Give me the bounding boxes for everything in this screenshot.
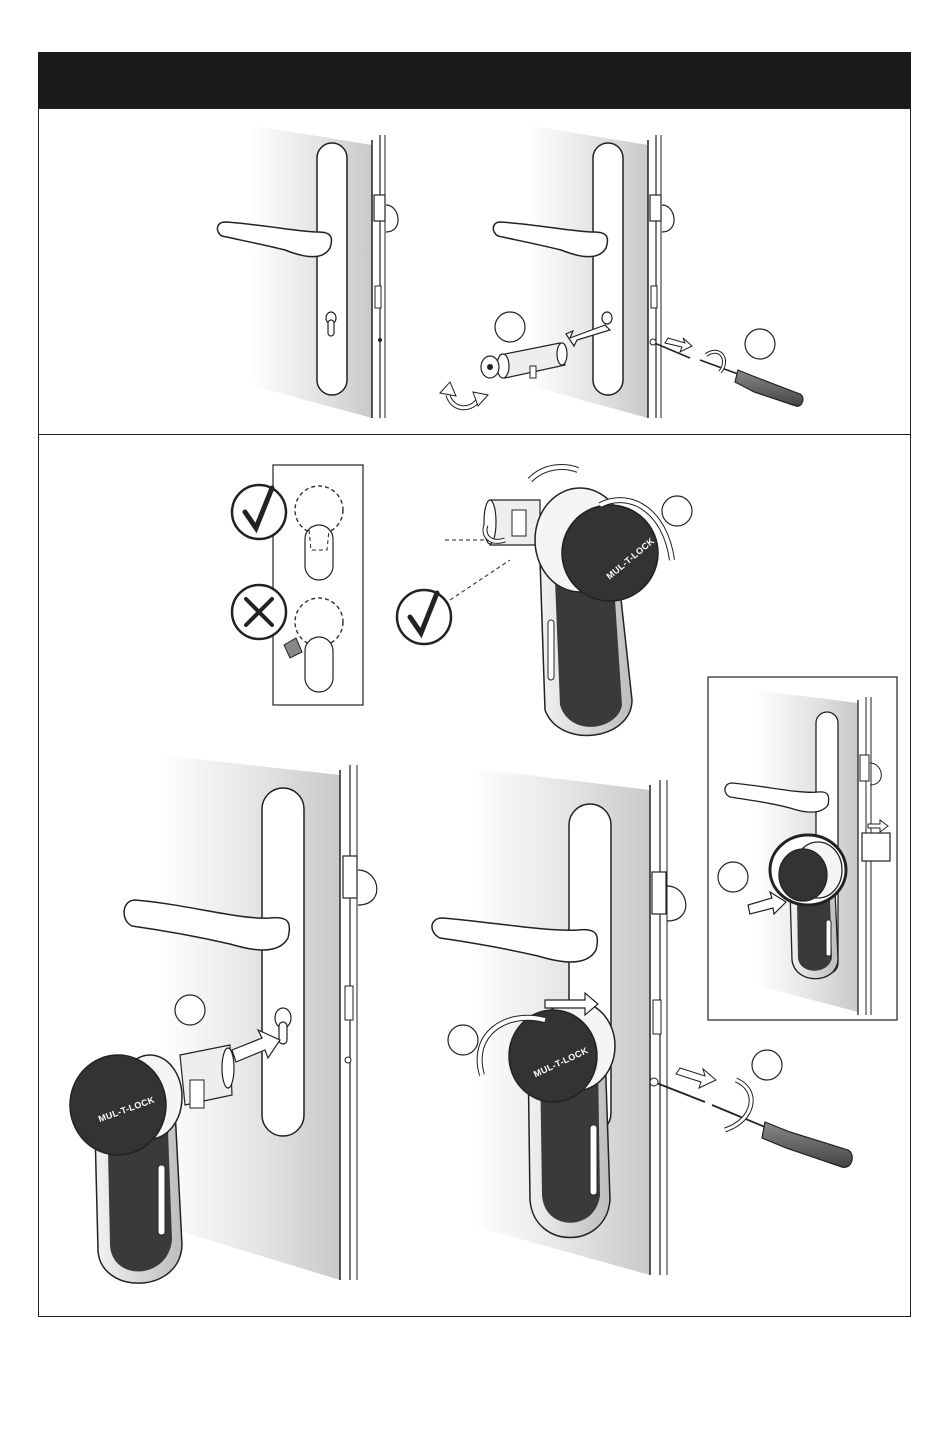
step-marker-icon [495, 312, 525, 342]
latch-bolt [374, 195, 385, 221]
step-marker-icon [448, 1025, 478, 1055]
screwdriver-icon [762, 1122, 852, 1167]
rotate-arrow-icon [530, 467, 578, 480]
step-cam-position-check [232, 465, 363, 705]
step-marker-icon [662, 496, 692, 526]
latch-bolt [862, 833, 890, 861]
step-rotate-knob-to-align-cam: MUL-T-LOCK [397, 467, 692, 735]
handle-backplate [317, 143, 347, 395]
door-face [250, 125, 372, 418]
step-door-handle-with-cylinder [217, 125, 398, 418]
step-insert-new-cylinder: MUL-T-LOCK [70, 755, 377, 1283]
fixing-screw [654, 1082, 705, 1102]
knob-face [779, 849, 827, 901]
screwdriver-icon [735, 370, 803, 406]
push-arrow-icon [676, 1068, 716, 1088]
step-remove-existing-cylinder [440, 125, 803, 418]
step-test-rotation [708, 677, 897, 1020]
step-marker-icon [745, 329, 775, 359]
check-mark-icon [397, 590, 451, 644]
step-marker-icon [175, 995, 205, 1025]
step-marker-icon [752, 1050, 782, 1080]
step-marker-icon [718, 862, 748, 892]
check-mark-icon [232, 485, 286, 539]
